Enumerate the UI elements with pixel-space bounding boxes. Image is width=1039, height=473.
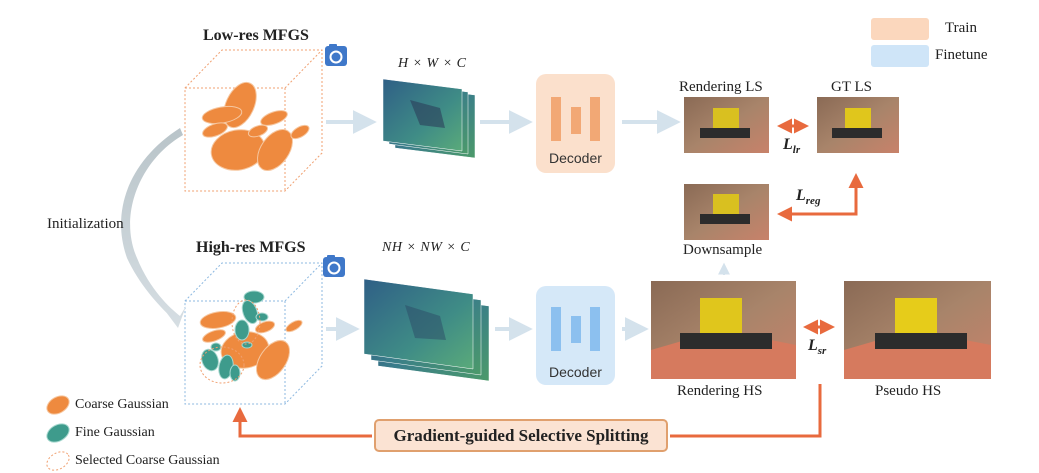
selected-coarse-gaussian-label: Selected Coarse Gaussian — [75, 453, 220, 468]
fine-gaussian-icon — [46, 423, 70, 443]
coarse-gaussian-label: Coarse Gaussian — [75, 397, 169, 412]
legend-train-swatch — [871, 18, 929, 40]
gradient-guided-splitting-label: Gradient-guided Selective Splitting — [393, 425, 649, 445]
image-rendering-ls — [684, 97, 769, 153]
image-pseudo-hs — [844, 281, 991, 379]
image-gt-ls — [817, 97, 899, 153]
image-rendering-hs — [651, 281, 796, 379]
downsample-label: Downsample — [683, 242, 763, 258]
loss-sr: Lsr — [808, 337, 827, 358]
low-res-feature-maps — [382, 78, 476, 159]
gt-ls-label: GT LS — [831, 79, 872, 95]
high-res-gaussian-cube — [184, 262, 323, 405]
low-res-shape-label: H × W × C — [398, 56, 467, 71]
loss-arrows — [232, 118, 864, 438]
legend-train-label: Train — [945, 20, 977, 36]
low-res-gaussian-cube — [184, 49, 323, 192]
image-downsample — [684, 184, 769, 240]
decoder-finetune — [536, 286, 615, 385]
initialization-label: Initialization — [47, 216, 124, 232]
low-res-title: Low-res MFGS — [203, 27, 309, 44]
legend-finetune-swatch — [871, 45, 929, 67]
coarse-gaussian-icon — [46, 395, 70, 415]
decoder-train-label: Decoder — [549, 150, 602, 166]
rendering-ls-label: Rendering LS — [679, 79, 763, 95]
decoder-finetune-label: Decoder — [549, 364, 602, 380]
pseudo-hs-label: Pseudo HS — [875, 383, 942, 399]
camera-icon — [325, 44, 347, 66]
flow-arrows — [326, 110, 730, 341]
camera-icon — [323, 255, 345, 277]
initialization-arrow — [121, 128, 186, 328]
legend-finetune-label: Finetune — [935, 47, 988, 63]
selected-coarse-gaussian-icon — [46, 451, 70, 471]
loss-reg: Lreg — [796, 187, 821, 208]
loss-lr: Llr — [783, 136, 801, 157]
gradient-guided-splitting-box: Gradient-guided Selective Splitting — [374, 419, 668, 452]
high-res-shape-label: NH × NW × C — [382, 240, 471, 255]
high-res-feature-maps — [363, 278, 490, 382]
decoder-train — [536, 74, 615, 173]
rendering-hs-label: Rendering HS — [677, 383, 763, 399]
high-res-title: High-res MFGS — [196, 239, 306, 256]
fine-gaussian-label: Fine Gaussian — [75, 425, 155, 440]
